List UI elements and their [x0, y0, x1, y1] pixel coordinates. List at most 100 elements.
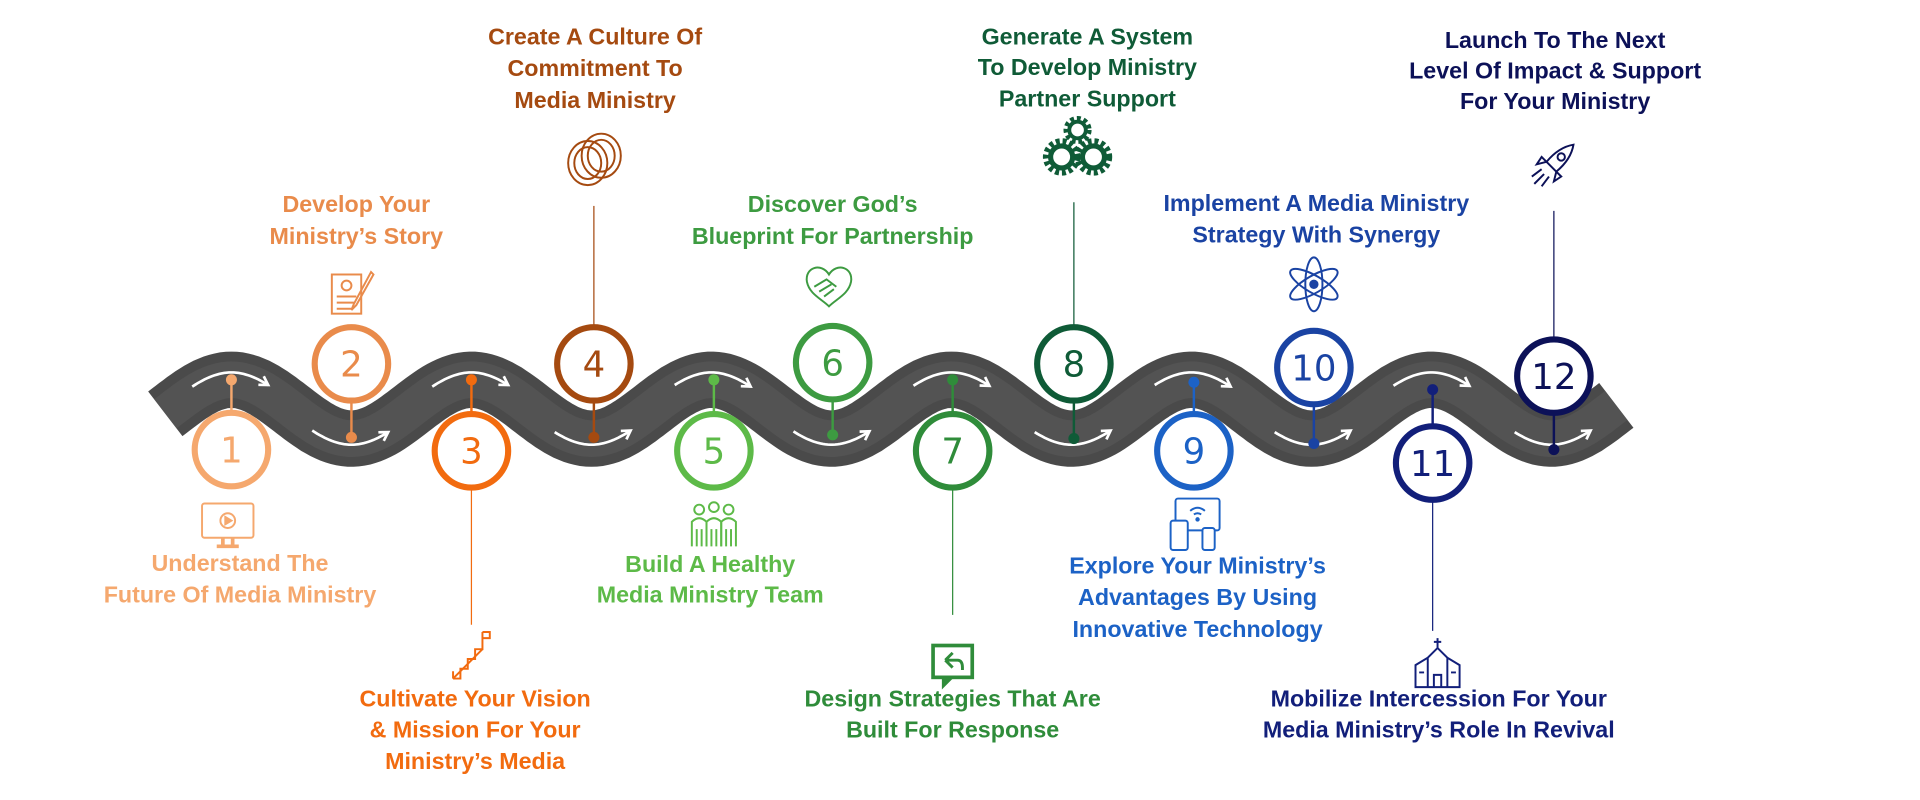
road-arrow-head — [1220, 377, 1233, 389]
monitor-play-icon — [201, 502, 255, 549]
step-label-line: Future Of Media Ministry — [104, 582, 377, 608]
step-number-circle — [1034, 324, 1114, 404]
atom-icon — [1289, 256, 1339, 313]
stairs-flag-icon — [452, 631, 491, 680]
road-arrow — [912, 371, 991, 387]
interlocked-rings-icon — [567, 132, 622, 187]
step-number: 5 — [703, 432, 726, 473]
road-marker-dot — [1188, 376, 1200, 388]
step-number: 7 — [941, 432, 964, 473]
step-label-line: Media Ministry Team — [597, 582, 824, 608]
road-arrow-head — [1580, 429, 1593, 440]
step-number: 4 — [583, 345, 606, 386]
step-label-line: Blueprint For Partnership — [692, 223, 974, 249]
rocket-icon — [1531, 143, 1575, 187]
road-arrow-head — [1340, 429, 1353, 440]
step-label-line: Commitment To — [507, 55, 682, 81]
road-arrow-head — [859, 429, 872, 441]
road-arrow — [1392, 371, 1471, 387]
handshake-heart-icon — [805, 266, 853, 308]
step-number-circle — [311, 324, 392, 404]
step-number: 1 — [220, 430, 243, 471]
step-label-line: Strategy With Synergy — [1192, 222, 1440, 248]
step-label-line: Built For Response — [846, 716, 1059, 742]
step-label-line: Cultivate Your Vision — [359, 686, 590, 712]
road-marker-dot — [1068, 433, 1080, 445]
step-label-line: Launch To The Next — [1445, 27, 1666, 53]
road-arrow-head — [740, 377, 753, 389]
step-number-circle — [1154, 411, 1234, 491]
step-label-line: Innovative Technology — [1072, 616, 1322, 642]
step-label-line: & Mission For Your — [370, 716, 581, 742]
road-arrow-head — [258, 375, 271, 387]
church-icon — [1414, 638, 1461, 689]
step-label-line: Explore Your Ministry’s — [1069, 552, 1326, 578]
road-arrow — [1033, 429, 1112, 447]
road-marker-dot — [465, 374, 477, 386]
road-marker-dot — [947, 374, 959, 386]
step-number: 9 — [1183, 432, 1206, 473]
gears-icon — [1042, 115, 1113, 176]
step-8: 8 Generate A System To Develop MinistryPar… — [978, 23, 1197, 445]
step-label-line: Implement A Media Ministry — [1163, 190, 1469, 216]
step-label-line: Generate A System — [982, 23, 1194, 49]
step-label-line: Level Of Impact & Support — [1409, 58, 1701, 84]
step-number-circle — [431, 411, 512, 491]
step-label-line: Understand The — [152, 550, 329, 576]
step-number-circle — [554, 324, 634, 404]
step-label-line: Partner Support — [999, 86, 1176, 112]
step-label-line: Media Ministry’s Role In Revival — [1263, 716, 1615, 742]
road-arrow-head — [1100, 429, 1113, 440]
road-marker-dot — [1548, 444, 1560, 456]
step-4: 4 Create A Culture Of Commitment To Media M… — [488, 23, 702, 443]
road-marker-dot — [225, 374, 237, 386]
step-number: 10 — [1291, 348, 1336, 389]
road-highlight — [154, 361, 1628, 457]
step-label-line: To Develop Ministry — [978, 54, 1197, 80]
road-marker-dot — [1427, 384, 1439, 396]
step-label-line: Discover God’s — [748, 191, 918, 217]
step-number: 8 — [1063, 345, 1086, 386]
road-arrow-head — [378, 430, 391, 442]
step-number: 6 — [821, 343, 844, 384]
road-arrow-head — [1459, 376, 1472, 388]
road-marker-dot — [1308, 437, 1320, 449]
step-number-circle — [912, 411, 993, 491]
road-marker-dot — [708, 374, 720, 386]
step-number-circle — [674, 411, 754, 491]
team-people-icon — [690, 501, 737, 547]
step-label-line: Ministry’s Story — [270, 223, 444, 249]
step-label-line: Media Ministry — [514, 87, 676, 113]
step-number-circle — [792, 322, 873, 403]
road-arrow-head — [620, 429, 633, 440]
road-arrow-head — [498, 375, 511, 387]
road-arrow — [311, 429, 389, 447]
road-marker-dot — [345, 431, 357, 443]
road-arrow — [191, 371, 269, 388]
step-number-circle — [1514, 336, 1594, 416]
step-number-circle — [1274, 327, 1354, 408]
step-label-line: Create A Culture Of — [488, 23, 702, 49]
road-arrow — [1153, 371, 1232, 388]
road-arrow — [431, 371, 509, 388]
step-number-circle — [1392, 423, 1473, 503]
road-arrow — [792, 430, 871, 447]
devices-wifi-icon — [1169, 497, 1221, 551]
road-marker-dot — [827, 429, 839, 441]
step-label-line: For Your Ministry — [1460, 88, 1650, 114]
road-arrow-head — [979, 376, 992, 388]
reply-chat-icon — [931, 643, 975, 690]
road-arrow — [553, 429, 632, 447]
